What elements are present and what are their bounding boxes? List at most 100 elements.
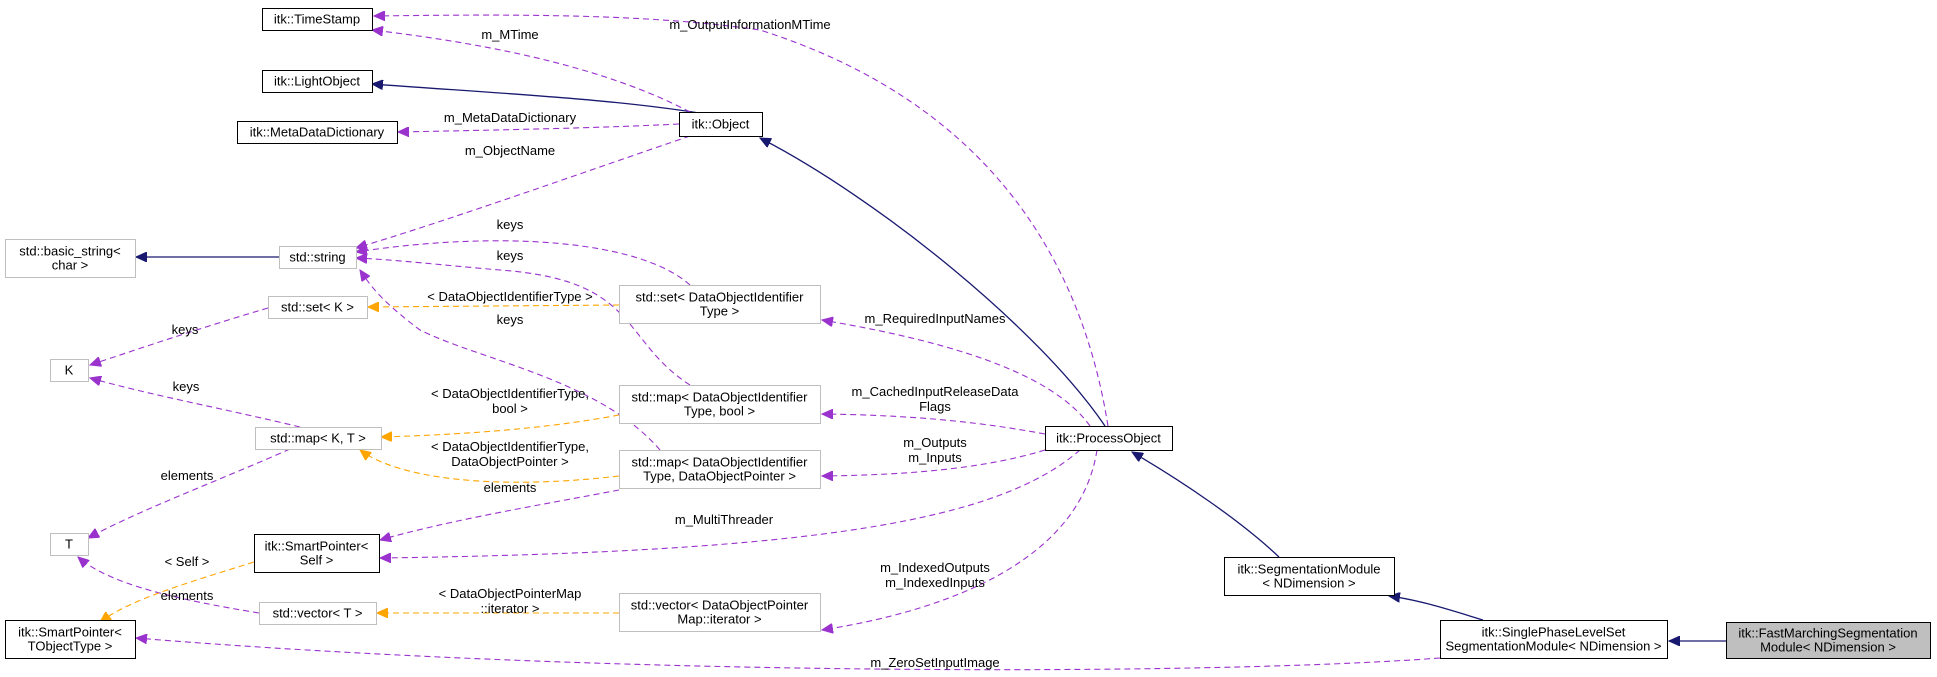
node-map-dataobj-bool[interactable]: std::map< DataObjectIdentifierType, bool… [619, 385, 821, 424]
node-box [279, 246, 357, 269]
node-box [5, 620, 136, 659]
node-set-dataobj[interactable]: std::set< DataObjectIdentifierType > [619, 285, 821, 324]
edge-label-templ-map-ptr: < DataObjectIdentifierType,DataObjectPoi… [431, 439, 589, 469]
node-box [1726, 622, 1931, 659]
node-box [262, 70, 373, 93]
edge-label-keys-map-bool-string: keys [497, 248, 524, 263]
node-string[interactable]: std::string [279, 246, 357, 269]
edge-label-m-ObjectName: m_ObjectName [465, 143, 555, 158]
edge-label-keys-setk-k: keys [172, 322, 199, 337]
node-box [1045, 426, 1173, 451]
edge-label-m-RequiredInputNames: m_RequiredInputNames [865, 311, 1006, 326]
edge-object-metadatadict [398, 123, 680, 132]
node-box [254, 534, 380, 573]
edge-label-keys-map-k: keys [173, 379, 200, 394]
node-label: std::vector< T > [273, 606, 363, 621]
node-processobject[interactable]: itk::ProcessObject [1045, 426, 1173, 451]
edge-processobject-smartptr [380, 449, 1081, 558]
node-box [619, 593, 821, 632]
edge-object-string [356, 135, 691, 248]
node-box [5, 239, 136, 278]
edge-object-processobject [760, 137, 1106, 427]
node-label: Module< NDimension > [1760, 640, 1896, 655]
node-box [255, 427, 382, 450]
edge-singlephase-smartptr-tobj [136, 638, 1441, 671]
node-box [1224, 557, 1395, 596]
node-label: itk::ProcessObject [1056, 431, 1161, 446]
node-box [50, 533, 89, 556]
edge-mapkt-k [90, 378, 301, 428]
node-t[interactable]: T [50, 533, 89, 556]
node-label: Type > [700, 304, 739, 319]
node-timestamp[interactable]: itk::TimeStamp [262, 8, 373, 31]
node-label: std::set< DataObjectIdentifier [635, 290, 804, 305]
node-singlephase[interactable]: itk::SinglePhaseLevelSetSegmentationModu… [1440, 620, 1668, 659]
node-metadatadict[interactable]: itk::MetaDataDictionary [237, 121, 398, 144]
node-map-kt[interactable]: std::map< K, T > [255, 427, 382, 450]
node-label: itk::FastMarchingSegmentation [1738, 626, 1917, 641]
edge-label-templ-self: < Self > [165, 554, 210, 569]
node-box [259, 602, 377, 625]
node-label: itk::SinglePhaseLevelSet [1482, 625, 1626, 640]
edge-label-elements-vector-t: elements [161, 588, 214, 603]
node-label: TObjectType > [28, 639, 113, 654]
edges-layer [78, 15, 1726, 671]
node-label: itk::LightObject [274, 74, 360, 89]
node-box [50, 359, 89, 382]
nodes-layer: itk::TimeStampitk::LightObjectitk::MetaD… [5, 8, 1931, 659]
node-label: Type, bool > [684, 404, 755, 419]
node-segmodule[interactable]: itk::SegmentationModule< NDimension > [1224, 557, 1395, 596]
edge-label-templ-map-bool: < DataObjectIdentifierType,bool > [431, 386, 589, 416]
node-smartptr-self[interactable]: itk::SmartPointer<Self > [254, 534, 380, 573]
node-vector-t[interactable]: std::vector< T > [259, 602, 377, 625]
edge-processobject-mapptr [822, 449, 1046, 476]
node-label: std::map< DataObjectIdentifier [632, 455, 809, 470]
node-object[interactable]: itk::Object [679, 112, 763, 137]
edge-label-m-MetaDataDictionary: m_MetaDataDictionary [444, 110, 577, 125]
node-set-k[interactable]: std::set< K > [268, 296, 368, 319]
node-label: Type, DataObjectPointer > [643, 469, 796, 484]
node-smartptr-tobj[interactable]: itk::SmartPointer<TObjectType > [5, 620, 136, 659]
node-box [619, 285, 821, 324]
node-label: std::basic_string< [19, 244, 121, 259]
node-label: Self > [300, 553, 334, 568]
node-basic-string[interactable]: std::basic_string<char > [5, 239, 136, 278]
edge-label-keys-set-string: keys [497, 217, 524, 232]
edge-processobject-mapbool [822, 414, 1046, 435]
node-label: std::map< DataObjectIdentifier [632, 390, 809, 405]
node-box [268, 296, 368, 319]
edge-object-timestamp [372, 30, 691, 113]
node-label: SegmentationModule< NDimension > [1445, 639, 1661, 654]
edge-segmodule-singlephase [1389, 596, 1484, 621]
node-map-dataobj-ptr[interactable]: std::map< DataObjectIdentifierType, Data… [619, 450, 821, 489]
node-lightobject[interactable]: itk::LightObject [262, 70, 373, 93]
node-box [237, 121, 398, 144]
edge-processobject-segmodule [1132, 452, 1280, 558]
node-vector-ptrmap[interactable]: std::vector< DataObjectPointerMap::itera… [619, 593, 821, 632]
node-label: char > [52, 258, 89, 273]
edge-processobject-vectorptr [822, 449, 1098, 630]
node-box [262, 8, 373, 31]
node-label: itk::SegmentationModule [1237, 562, 1380, 577]
node-label: itk::SmartPointer< [265, 539, 369, 554]
edge-label-templ-set: < DataObjectIdentifierType > [427, 289, 592, 304]
edge-processobject-timestamp [374, 15, 1109, 427]
edge-vectort-t [78, 557, 260, 614]
node-label: itk::Object [692, 117, 750, 132]
edge-label-keys-map-ptr-string: keys [497, 312, 524, 327]
edge-label-templ-vector: < DataObjectPointerMap::iterator > [439, 586, 582, 616]
edge-smartself-smarttobj [100, 561, 255, 622]
edge-labels-layer: m_OutputInformationMTimem_MTimem_MetaDat… [161, 17, 1020, 670]
node-k[interactable]: K [50, 359, 89, 382]
edge-mapptr-string [360, 270, 661, 451]
edge-setk-k [90, 307, 269, 365]
edge-processobject-setdataobj [822, 320, 1091, 427]
node-box [619, 450, 821, 489]
edge-mapkt-t [88, 448, 291, 538]
node-label: itk::SmartPointer< [18, 625, 122, 640]
edge-setdataobj-string [356, 240, 691, 286]
